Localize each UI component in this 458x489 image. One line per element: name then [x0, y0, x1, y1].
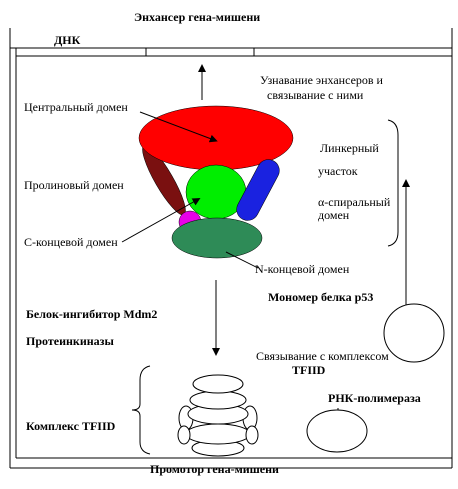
- tfiid-complex-label: Комплекс TFIID: [26, 419, 116, 433]
- n-terminal-domain-shape: [171, 217, 263, 259]
- promoter-title: Промотор гена-мишени: [150, 462, 279, 476]
- n-terminal-domain-pointer: [225, 251, 259, 269]
- n-terminal-domain-label: N-концевой домен: [255, 262, 350, 276]
- dna-label: ДНК: [54, 33, 81, 47]
- tfiid-binding-line2: TFIID: [292, 363, 326, 377]
- protein-kinases-label: Протеинкиназы: [26, 334, 114, 348]
- p53-monomer-label: Мономер белка р53: [268, 290, 373, 304]
- alpha-line2: домен: [318, 208, 350, 222]
- linker-brace: [387, 119, 399, 247]
- recognition-line1: Узнавание энхансеров и: [260, 73, 384, 87]
- enhancer-title: Энхансер гена-мишени: [134, 10, 260, 24]
- central-domain-pointer: [139, 111, 218, 143]
- alpha-helix-domain-shape: [236, 159, 280, 221]
- c-terminal-domain-pointer: [121, 198, 201, 243]
- proline-domain-label: Пролиновый домен: [24, 178, 124, 192]
- c-terminal-domain-label: С-концевой домен: [24, 235, 118, 249]
- recognition-line2: связывание с ними: [267, 88, 364, 102]
- alpha-line1: α-спиральный: [318, 195, 391, 209]
- tfiid-complex-shape: [177, 374, 259, 457]
- rna-polymerase-label: РНК-полимераза: [328, 391, 421, 405]
- central-domain-label: Центральный домен: [24, 100, 128, 114]
- rna-polymerase-shape: [306, 409, 368, 453]
- p53-monomer-shape: [383, 303, 445, 363]
- tfiid-binding-line1: Связывание с комплексом: [256, 349, 389, 363]
- linker-line1: Линкерный: [320, 141, 379, 155]
- mdm2-label: Белок-ингибитор Mdm2: [26, 307, 157, 321]
- linker-line2: участок: [318, 164, 358, 178]
- tfiid-brace: [131, 365, 151, 455]
